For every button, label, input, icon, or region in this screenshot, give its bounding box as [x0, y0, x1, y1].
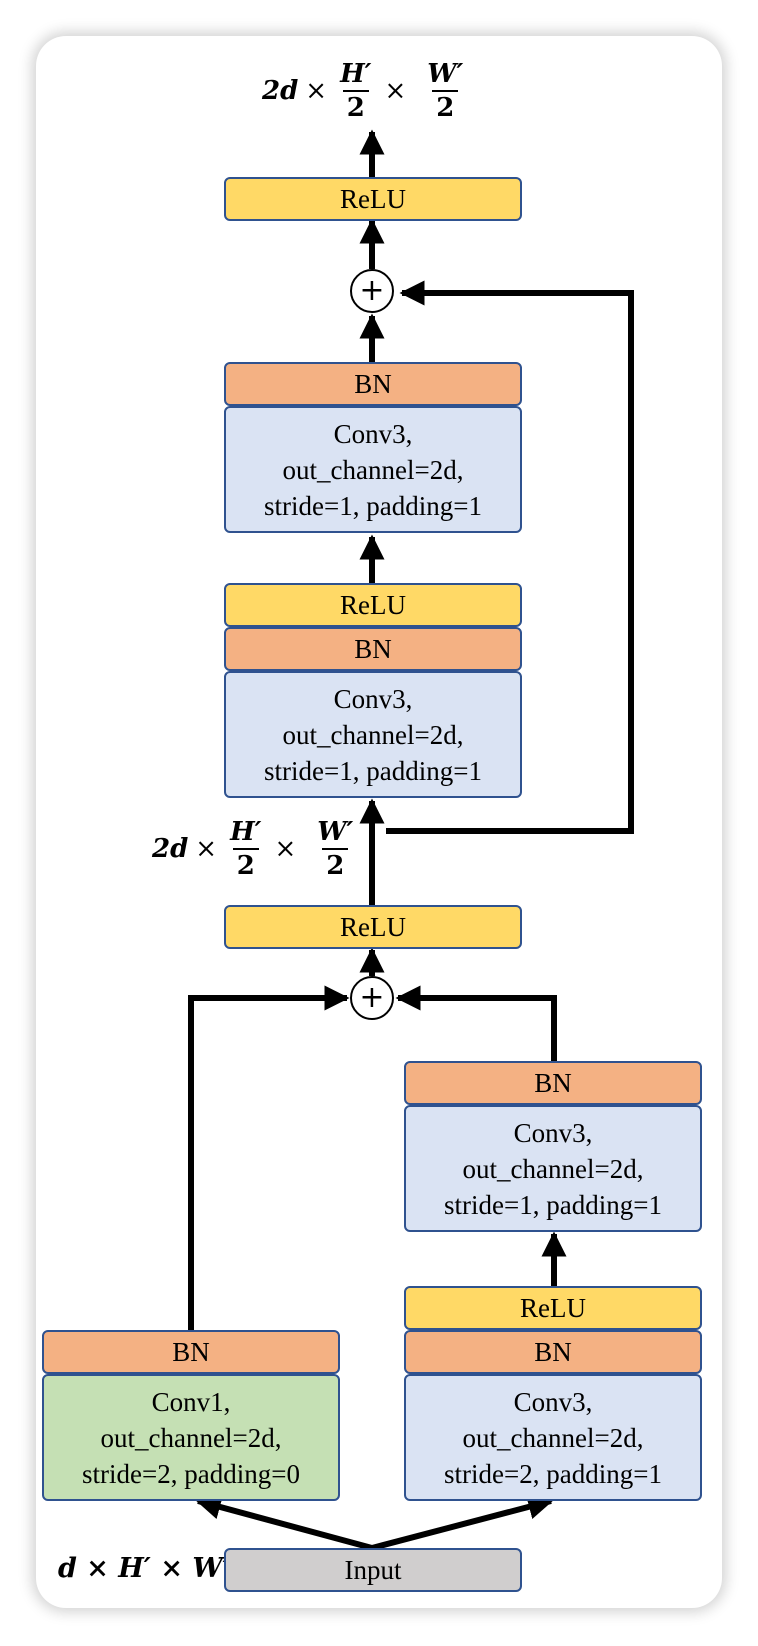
conv-line-2: out_channel=2d, [282, 454, 464, 485]
dim-width-fraction: W′ 2 [425, 58, 465, 124]
top-conv-block: Conv3, out_channel=2d, stride=1, padding… [224, 406, 522, 533]
dim-channels: 2d [262, 76, 299, 106]
shortcut-bn-label: BN [172, 1337, 210, 1367]
skip-connection-shortcut [188, 985, 350, 1330]
middle-dim-label: 2d × H′ 2 × W′ 2 [152, 816, 359, 882]
input-label: Input [344, 1555, 402, 1585]
dim-channels: 2d [152, 834, 189, 864]
top-relu-label: ReLU [340, 184, 406, 214]
arrow-input-to-right [371, 1494, 554, 1551]
top-bn-block: BN [224, 362, 522, 406]
arrow-input-to-shortcut [195, 1494, 373, 1551]
dim-height-fraction: H′ 2 [338, 58, 373, 124]
right-upper-conv-block: Conv3, out_channel=2d, stride=1, padding… [404, 1105, 702, 1232]
dim-width-fraction: W′ 2 [315, 816, 355, 882]
conv-line-2: out_channel=2d, [462, 1422, 644, 1453]
dim-height-fraction: H′ 2 [228, 816, 263, 882]
right-lower-bn-label: BN [534, 1337, 572, 1367]
dim-divisor: 2 [432, 90, 459, 124]
right-lower-bn-block: BN [404, 1330, 702, 1374]
conv-line-1: Conv3, [333, 418, 413, 449]
dim-divisor: 2 [322, 848, 349, 882]
dim-height: H′ [340, 59, 372, 89]
right-lower-relu-label: ReLU [520, 1293, 586, 1323]
top-bn-label: BN [354, 369, 392, 399]
dim-times: × [305, 76, 328, 106]
right-lower-relu-block: ReLU [404, 1286, 702, 1330]
dim-width: W′ [427, 59, 464, 89]
conv-line-3: stride=2, padding=1 [444, 1458, 662, 1489]
dim-divisor: 2 [232, 848, 259, 882]
mid-bn-block: BN [224, 627, 522, 671]
conv-line-1: Conv3, [513, 1117, 593, 1148]
shortcut-bn-block: BN [42, 1330, 340, 1374]
conv-line-2: out_channel=2d, [100, 1422, 282, 1453]
input-dim-text: d × H′ × W′ [58, 1553, 230, 1584]
right-upper-bn-label: BN [534, 1068, 572, 1098]
conv-line-2: out_channel=2d, [282, 719, 464, 750]
conv-line-3: stride=1, padding=1 [264, 755, 482, 786]
bottom-relu-label: ReLU [340, 912, 406, 942]
dim-times: × [195, 834, 218, 864]
right-upper-bn-block: BN [404, 1061, 702, 1105]
mid-bn-label: BN [354, 634, 392, 664]
bottom-relu-block: ReLU [224, 905, 522, 949]
shortcut-conv1-block: Conv1, out_channel=2d, stride=2, padding… [42, 1374, 340, 1501]
dim-divisor: 2 [342, 90, 369, 124]
conv-line-3: stride=2, padding=0 [82, 1458, 300, 1489]
plus-icon: + [359, 273, 385, 308]
input-dim-label: d × H′ × W′ [58, 1553, 230, 1584]
input-block: Input [224, 1548, 522, 1592]
top-relu-block: ReLU [224, 177, 522, 221]
conv-line-1: Conv3, [333, 683, 413, 714]
dim-times: × [384, 76, 407, 106]
plus-icon: + [359, 980, 385, 1015]
conv-line-1: Conv1, [151, 1386, 231, 1417]
output-dim-label: 2d × H′ 2 × W′ 2 [262, 58, 469, 124]
dim-times: × [274, 834, 297, 864]
bottom-add-node: + [350, 976, 394, 1020]
dim-height: H′ [230, 817, 262, 847]
conv-line-2: out_channel=2d, [462, 1153, 644, 1184]
top-add-node: + [350, 269, 394, 313]
conv-line-3: stride=1, padding=1 [444, 1189, 662, 1220]
right-lower-conv-block: Conv3, out_channel=2d, stride=2, padding… [404, 1374, 702, 1501]
skip-connection-top [386, 280, 634, 834]
dim-width: W′ [317, 817, 354, 847]
mid-conv-block: Conv3, out_channel=2d, stride=1, padding… [224, 671, 522, 798]
conv-line-3: stride=1, padding=1 [264, 490, 482, 521]
arrow-right-to-adder [395, 985, 557, 1061]
conv-line-1: Conv3, [513, 1386, 593, 1417]
mid-relu-label: ReLU [340, 590, 406, 620]
mid-relu-block: ReLU [224, 583, 522, 627]
